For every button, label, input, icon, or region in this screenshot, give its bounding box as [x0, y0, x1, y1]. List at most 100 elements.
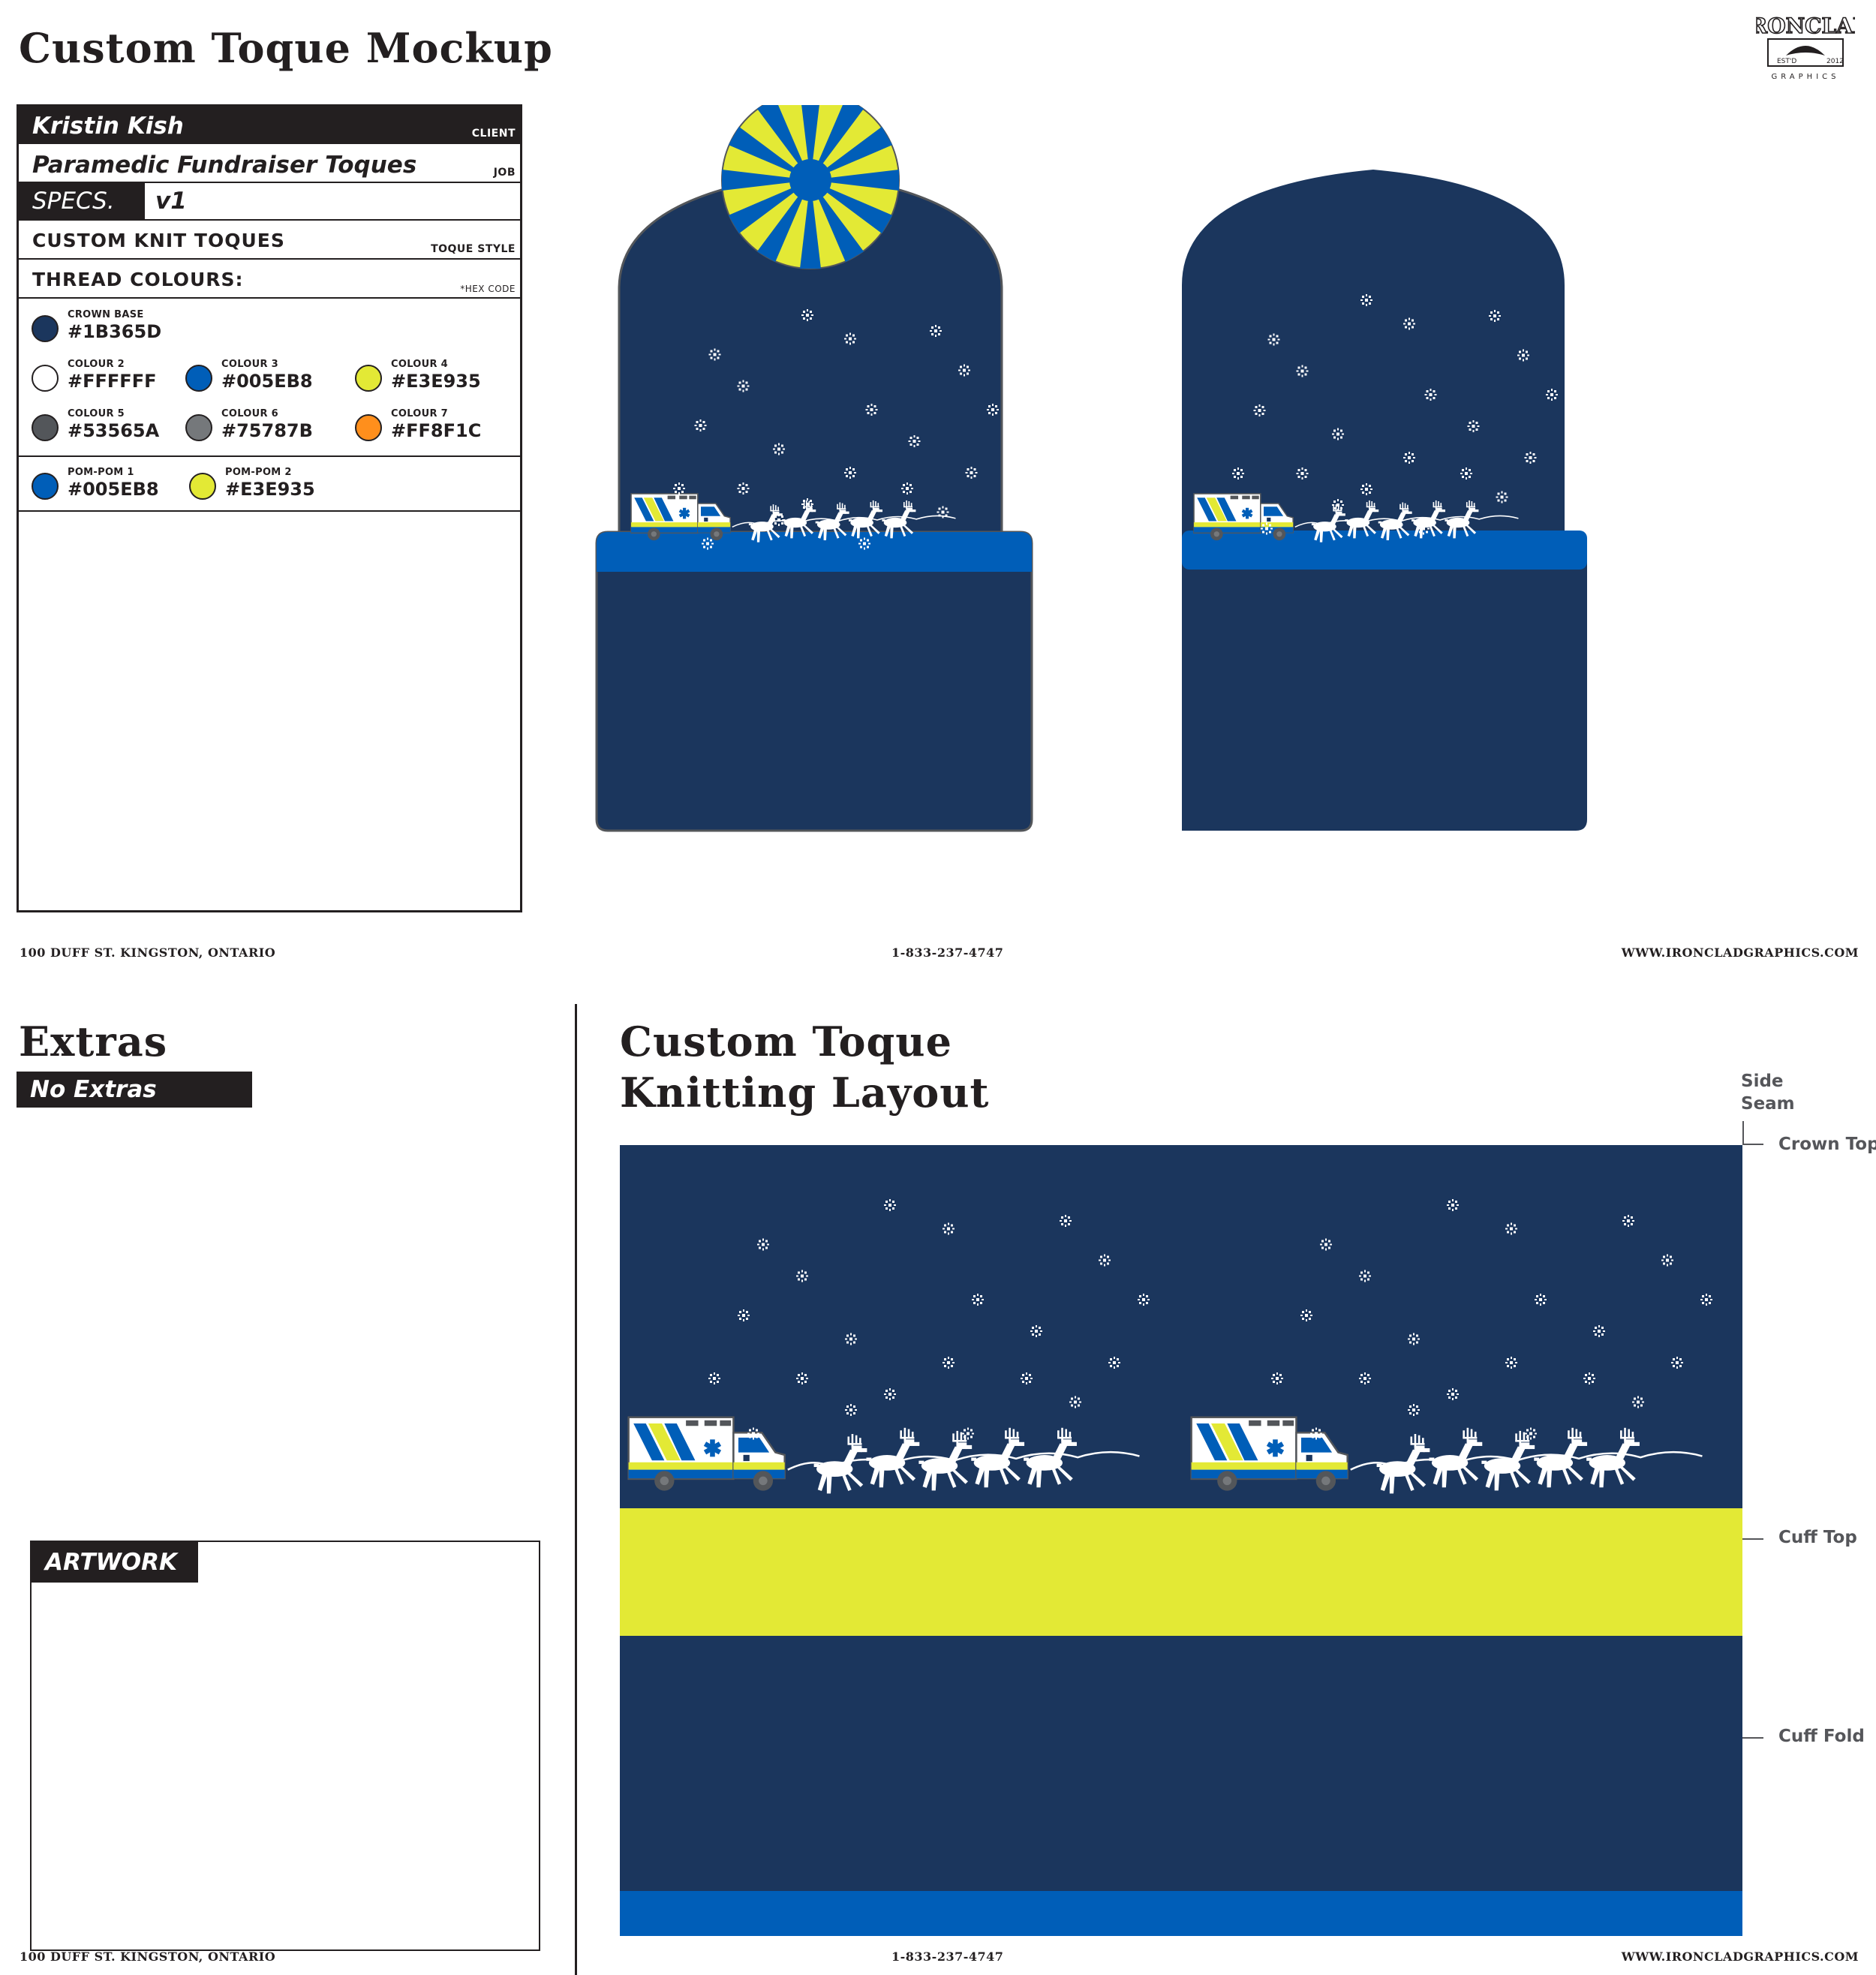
snowflake-icon: [1332, 499, 1344, 511]
snowflake-icon: [708, 1372, 720, 1384]
logo-brand: IRONCLAD: [1756, 14, 1855, 38]
snowflake-icon: [1359, 1270, 1371, 1282]
snowflake-icon: [1467, 420, 1480, 432]
mockup-title: Custom Toque Mockup: [19, 24, 553, 72]
snowflake-icon: [1525, 1427, 1537, 1440]
swatch-dot: [185, 365, 212, 392]
snowflake-icon: [1517, 349, 1529, 362]
ironclad-logo: IRONCLAD EST'D 2012 GRAPHICS: [1739, 6, 1871, 84]
job-row: Paramedic Fundraiser Toques JOB: [19, 144, 520, 183]
side-seam-tick: [1742, 1121, 1744, 1144]
snowflake-icon: [773, 514, 785, 526]
snowflake-icon: [1060, 1215, 1072, 1227]
snowflake-icon: [694, 419, 707, 431]
client-row: Kristin Kish CLIENT: [19, 107, 520, 144]
knitting-layout: [620, 1145, 1742, 1936]
snowflake-icon: [1408, 1333, 1420, 1345]
swatch-dot: [185, 414, 212, 441]
snowflake-icon: [930, 325, 942, 337]
artwork-label: ARTWORK: [45, 1549, 178, 1576]
snowflake-icon: [1069, 1396, 1081, 1408]
snowflake-icon: [858, 537, 870, 550]
extras-value: No Extras: [30, 1076, 157, 1103]
snowflake-icon: [845, 1333, 857, 1345]
swatch-bottom-divider: [19, 510, 520, 512]
snowflake-icon: [1099, 1254, 1111, 1267]
snowflake-icon: [908, 435, 921, 447]
cuff-fold-label: Cuff Fold: [1778, 1727, 1865, 1746]
swatch-divider: [19, 455, 520, 457]
artwork-box: ARTWORK: [30, 1541, 540, 1951]
snowflake-icon: [965, 467, 978, 479]
footer-address-bottom: 100 DUFF ST. KINGSTON, ONTARIO: [20, 1949, 276, 1964]
thread-heading: THREAD COLOURS:: [32, 269, 244, 290]
snowflake-icon: [773, 443, 785, 455]
snowflake-icon: [1418, 522, 1430, 535]
crown-top-tick: [1742, 1144, 1763, 1145]
spec-version: v1: [155, 188, 187, 215]
snowflake-icon: [757, 1238, 769, 1251]
style-row: CUSTOM KNIT TOQUES TOQUE STYLE: [19, 221, 520, 260]
cuff-fold-tick: [1742, 1737, 1763, 1739]
svg-text:EST'D: EST'D: [1777, 58, 1796, 65]
footer-phone-bottom: 1-833-237-4747: [891, 1949, 1004, 1964]
snowflake-icon: [737, 380, 750, 392]
snowflake-icon: [1300, 1309, 1312, 1321]
snowflake-icon: [1332, 428, 1344, 440]
layout-title-1: Custom Toque: [620, 1018, 952, 1066]
pompom: [721, 105, 900, 269]
snowflake-icon: [1232, 467, 1244, 479]
swatch-dot: [32, 414, 59, 441]
thread-row: THREAD COLOURS: *HEX CODE: [19, 260, 520, 299]
snowflake-icon: [1253, 404, 1266, 416]
specs-row: SPECS. v1: [19, 183, 520, 221]
footer-web-bottom[interactable]: WWW.IRONCLADGRAPHICS.COM: [1621, 1949, 1859, 1964]
specs-label-box: SPECS.: [19, 183, 145, 219]
client-caption: CLIENT: [471, 128, 516, 140]
snowflake-icon: [884, 1199, 896, 1211]
job-caption: JOB: [493, 167, 516, 179]
snowflake-icon: [1593, 1325, 1605, 1337]
snowflake-icon: [1320, 1238, 1332, 1251]
snowflake-icon: [1546, 389, 1558, 401]
snowflake-icon: [943, 1357, 955, 1369]
snowflake-icon: [1296, 467, 1309, 479]
snowflake-icon: [1408, 1404, 1420, 1416]
snowflake-icon: [1661, 1254, 1673, 1267]
thread-caption: *HEX CODE: [460, 284, 516, 294]
svg-text:2012: 2012: [1826, 58, 1844, 65]
footer-web-top[interactable]: WWW.IRONCLADGRAPHICS.COM: [1621, 945, 1859, 960]
snowflake-icon: [1505, 1222, 1517, 1235]
cuff-top-label: Cuff Top: [1778, 1528, 1857, 1547]
snowflake-icon: [936, 506, 949, 519]
footer-address-top: 100 DUFF ST. KINGSTON, ONTARIO: [20, 945, 276, 960]
swatch-dot: [189, 473, 216, 500]
snowflake-icon: [1700, 1294, 1712, 1306]
snowflake-icon: [1403, 317, 1415, 330]
snowflake-icon: [865, 404, 878, 416]
snowflake-icon: [1138, 1294, 1150, 1306]
snowflake-icon: [972, 1294, 984, 1306]
snowflake-icon: [796, 1372, 808, 1384]
snowflake-icon: [673, 482, 685, 495]
snowflake-icon: [1424, 389, 1437, 401]
snowflake-icon: [845, 1404, 857, 1416]
snowflake-icon: [943, 1222, 955, 1235]
swatch-dot: [355, 365, 382, 392]
side-seam-label-1: Side: [1741, 1072, 1784, 1091]
snowflake-icon: [1360, 483, 1372, 495]
snowflake-icon: [737, 482, 750, 495]
snowflake-icon: [1496, 491, 1508, 504]
style-caption: TOQUE STYLE: [431, 243, 516, 255]
snowflake-icon: [1310, 1427, 1322, 1440]
footer-phone-top: 1-833-237-4747: [891, 945, 1004, 960]
snowflake-icon: [1108, 1357, 1120, 1369]
snowflake-icon: [1261, 522, 1273, 535]
swatch-dot: [32, 473, 59, 500]
specs-label: SPECS.: [32, 188, 115, 215]
snowflake-icon: [801, 309, 813, 321]
section-divider: [575, 1004, 577, 1975]
snowflake-icon: [801, 498, 813, 510]
snowflake-icon: [1505, 1357, 1517, 1369]
swatch-dot: [355, 414, 382, 441]
